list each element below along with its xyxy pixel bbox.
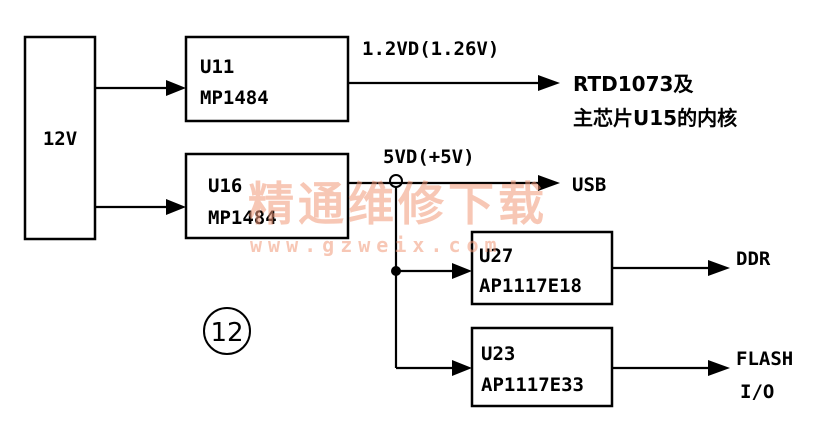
core-load-line2: 主芯片U15的内核 <box>573 106 737 130</box>
arrow-usb <box>538 175 560 191</box>
watermark-text: 精通维修下载 <box>248 177 548 231</box>
source-label: 12V <box>43 128 77 150</box>
core-load-line1: RTD1073及 <box>573 72 694 96</box>
usb-load-label: USB <box>572 174 606 196</box>
u16-box <box>184 152 350 240</box>
u11-box <box>184 35 350 123</box>
figure-number-circle <box>203 307 251 355</box>
regulator-u27: U27 AP1117E18 <box>470 230 614 306</box>
ddr-load-label: DDR <box>736 248 771 270</box>
regulator-u11: U11 MP1484 <box>184 35 350 123</box>
source-box <box>23 35 97 241</box>
u27-ref: U27 <box>479 245 513 267</box>
core-rail-label: 1.2VD(1.26V) <box>362 38 499 60</box>
arrow-to-u11 <box>166 80 186 96</box>
arrow-to-u16 <box>166 199 186 215</box>
five-volt-rail-label: 5VD(+5V) <box>383 146 475 168</box>
u16-ref: U16 <box>208 175 242 197</box>
u23-part: AP1117E33 <box>481 374 584 396</box>
figure-number: 12 <box>210 318 243 348</box>
arrow-ddr <box>708 260 730 276</box>
arrow-to-u27 <box>452 263 472 279</box>
flash-load-line2: I/O <box>740 381 774 403</box>
u23-box <box>470 326 614 408</box>
regulator-u23: U23 AP1117E33 <box>470 326 614 408</box>
u27-part: AP1117E18 <box>479 275 582 297</box>
source-block-12v: 12V <box>23 35 97 241</box>
watermark: 精通维修下载 www.gzweix.com <box>248 177 548 257</box>
u11-ref: U11 <box>200 56 234 78</box>
flash-load-line1: FLASH <box>736 348 793 370</box>
u23-ref: U23 <box>481 343 515 365</box>
regulator-u16: U16 MP1484 <box>184 152 350 240</box>
u11-part: MP1484 <box>200 87 269 109</box>
u16-part: MP1484 <box>208 207 277 229</box>
arrow-to-u23 <box>452 360 472 376</box>
arrow-core-rail <box>538 75 560 91</box>
watermark-url: www.gzweix.com <box>250 233 503 257</box>
u27-box <box>470 230 614 306</box>
arrow-flash <box>708 360 730 376</box>
figure-number-badge: 12 <box>203 307 251 355</box>
